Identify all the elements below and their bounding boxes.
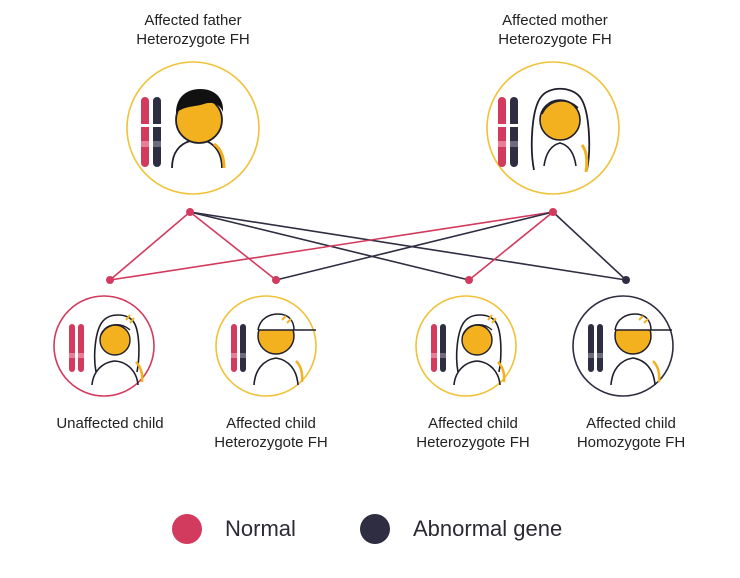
- father-label: Affected father Heterozygote FH: [136, 11, 249, 49]
- father-junction-dot: [186, 208, 194, 216]
- line-father-normal-child2: [189, 211, 277, 281]
- child1-label: Unaffected child: [56, 414, 163, 433]
- mother-figure-icon: [530, 87, 591, 173]
- child2-label-line1: Affected child: [226, 415, 316, 432]
- child4-chromosome-abnormal-b: [597, 324, 603, 372]
- child4-label: Affected child Homozygote FH: [577, 414, 685, 452]
- father-figure-icon: [171, 89, 226, 169]
- child4-portrait: [572, 295, 674, 397]
- child1-chromosome-normal-b: [78, 324, 84, 372]
- child3-label: Affected child Heterozygote FH: [416, 414, 529, 452]
- father-portrait: [126, 61, 260, 195]
- legend-abnormal-label: Abnormal gene: [413, 516, 563, 541]
- legend-normal-label: Normal: [225, 516, 296, 541]
- child3-label-line1: Affected child: [428, 415, 518, 432]
- father-chromosome-normal: [141, 97, 149, 167]
- child4-chromosome-abnormal-a: [588, 324, 594, 372]
- mother-chromosome-abnormal: [510, 97, 518, 167]
- child2-boy-icon: [253, 313, 316, 386]
- father-label-line1: Affected father: [144, 12, 242, 29]
- mother-chromosomes: [498, 97, 518, 167]
- child2-junction-dot: [272, 276, 280, 284]
- legend-abnormal-swatch: [360, 514, 390, 544]
- mother-junction-dot: [549, 208, 557, 216]
- mother-label: Affected mother Heterozygote FH: [498, 11, 611, 49]
- father-label-line2: Heterozygote FH: [136, 31, 250, 48]
- mother-label-line1: Affected mother: [502, 12, 608, 29]
- child3-portrait: [415, 295, 517, 397]
- child3-junction-dot: [465, 276, 473, 284]
- child1-girl-icon: [91, 314, 144, 386]
- child2-portrait: [215, 295, 317, 397]
- child4-junction-dot: [622, 276, 630, 284]
- child1-portrait: [53, 295, 155, 397]
- father-chromosomes: [141, 97, 161, 167]
- child4-boy-icon: [610, 313, 672, 386]
- line-mother-normal-child3: [468, 211, 554, 281]
- child4-label-line2: Homozygote FH: [576, 434, 686, 451]
- child3-girl-icon: [453, 314, 506, 386]
- mother-label-line2: Heterozygote FH: [498, 31, 612, 48]
- child2-chromosome-abnormal: [240, 324, 246, 372]
- child1-chromosome-normal-a: [69, 324, 75, 372]
- line-mother-abnormal-child4: [552, 211, 627, 281]
- child4-label-line1: Affected child: [586, 415, 676, 432]
- line-mother-abnormal-child2: [275, 211, 554, 281]
- legend-normal-swatch: [172, 514, 202, 544]
- line-father-abnormal-child4: [189, 211, 627, 281]
- mother-portrait: [486, 61, 620, 195]
- inheritance-lines: [109, 211, 627, 281]
- child2-label: Affected child Heterozygote FH: [214, 414, 327, 452]
- child2-label-line2: Heterozygote FH: [214, 434, 328, 451]
- child3-label-line2: Heterozygote FH: [416, 434, 530, 451]
- child2-chromosome-normal: [231, 324, 237, 372]
- child1-label-line1: Unaffected child: [56, 415, 164, 432]
- mother-chromosome-normal: [498, 97, 506, 167]
- child3-chromosome-abnormal: [440, 324, 446, 372]
- line-mother-normal-child1: [109, 211, 554, 281]
- father-chromosome-abnormal: [153, 97, 161, 167]
- child1-junction-dot: [106, 276, 114, 284]
- line-father-normal-child1: [109, 211, 191, 281]
- child3-chromosome-normal: [431, 324, 437, 372]
